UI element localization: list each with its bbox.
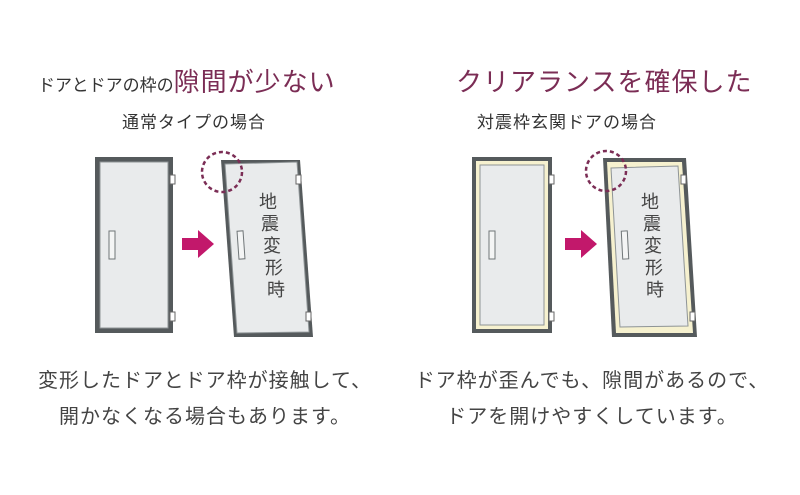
right-deform-char-2: 変 [644, 236, 662, 257]
right-deformed-door: 地 震 変 形 時 [584, 149, 697, 337]
right-deform-char-4: 時 [646, 280, 664, 301]
left-title-accent: 隙間が少ない [173, 68, 336, 98]
left-deform-char-2: 変 [263, 236, 281, 257]
right-arrow-shape [565, 230, 597, 258]
left-subtitle: 通常タイプの場合 [122, 113, 266, 133]
left-normal-hinge-top [169, 174, 176, 185]
left-deformed-hinge-bottom [305, 311, 312, 322]
left-title: ドアとドアの枠の隙間が少ない [38, 62, 336, 99]
left-contact-highlight-circle [200, 150, 244, 194]
right-caption-line2: ドアを開けやすくしています。 [446, 404, 738, 428]
left-deform-char-3: 形 [265, 258, 283, 279]
left-deformed-door: 地 震 変 形 時 [200, 150, 313, 337]
right-deform-char-3: 形 [645, 258, 663, 279]
left-deformed-door-panel [224, 161, 310, 334]
right-subtitle: 対震枠玄関ドアの場合 [477, 113, 657, 133]
left-normal-hinge-bottom [169, 311, 176, 322]
left-deformed-hinge-top [295, 174, 302, 185]
left-arrow [182, 230, 214, 258]
left-title-prefix: ドアとドアの枠の [38, 76, 174, 96]
right-normal-hinge-top [548, 174, 555, 185]
left-caption-line2: 開かなくなる場合もあります。 [59, 404, 351, 428]
left-deform-char-1: 震 [261, 214, 279, 235]
left-deformed-handle [236, 230, 246, 260]
right-normal-door [472, 157, 555, 333]
right-title: クリアランスを確保した [456, 68, 753, 98]
right-deformed-handle [620, 230, 630, 260]
right-normal-handle [488, 230, 496, 260]
left-caption-line1: 変形したドアとドア枠が接触して、 [38, 368, 372, 392]
left-deform-char-0: 地 [259, 192, 277, 213]
right-deformed-hinge-bottom [689, 311, 696, 322]
right-arrow [565, 230, 597, 258]
left-deform-char-4: 時 [267, 280, 285, 301]
left-normal-handle [108, 230, 116, 260]
right-deformed-hinge-top [680, 174, 687, 185]
right-normal-hinge-bottom [548, 311, 555, 322]
right-deform-char-1: 震 [643, 214, 661, 235]
right-deformed-door-panel [610, 165, 689, 328]
left-arrow-shape [182, 230, 214, 258]
left-normal-door [95, 157, 176, 333]
right-caption-line1: ドア枠が歪んでも、隙間があるので、 [414, 368, 770, 392]
right-deform-char-0: 地 [641, 192, 659, 213]
right-clearance-highlight-circle [584, 149, 628, 193]
